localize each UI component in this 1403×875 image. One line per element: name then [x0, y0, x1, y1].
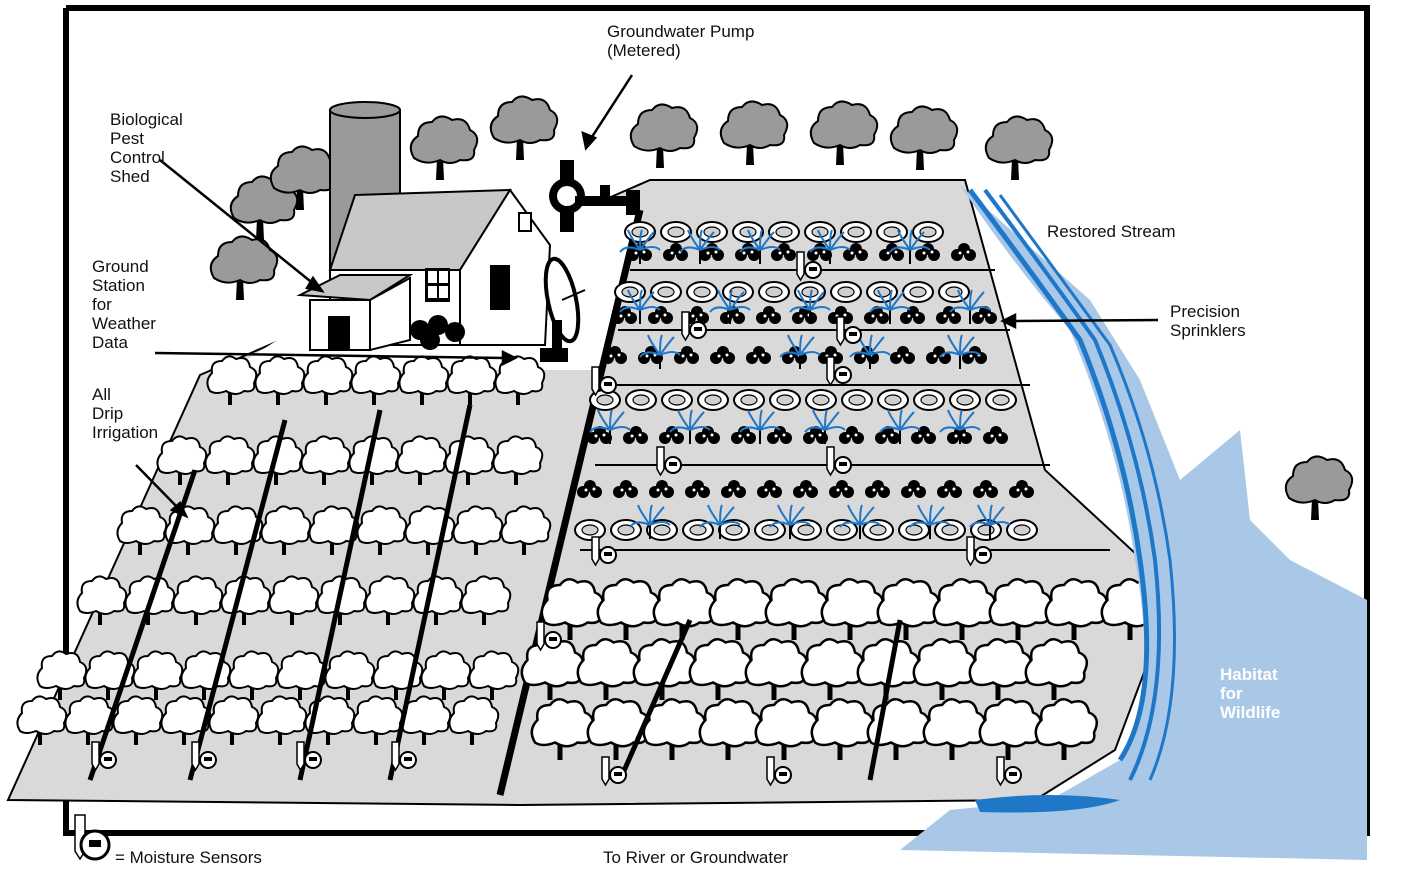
shrubs — [410, 315, 465, 350]
label-arrows — [135, 74, 1159, 519]
lettuce-plant — [877, 389, 909, 411]
lettuce-plant — [686, 281, 718, 303]
lettuce-plant — [913, 389, 945, 411]
lettuce-plant — [733, 389, 765, 411]
weather-station-dish — [540, 256, 586, 362]
lettuce-plant — [574, 519, 606, 541]
lettuce-plant — [625, 389, 657, 411]
lettuce-plant — [660, 221, 692, 243]
groundwater-pump — [549, 160, 640, 232]
label-drip-irrigation: All Drip Irrigation — [92, 385, 159, 442]
lettuce-plant — [830, 281, 862, 303]
label-precision-sprinklers: Precision Sprinklers — [1170, 302, 1246, 340]
lettuce-plant — [661, 389, 693, 411]
orchard-right — [520, 578, 1165, 762]
lettuce-plant — [1006, 519, 1038, 541]
lettuce-plant — [697, 389, 729, 411]
label-ground-station: Ground Station for Weather Data — [92, 257, 156, 352]
lettuce-plant — [840, 221, 872, 243]
lettuce-plant — [985, 389, 1017, 411]
lettuce-plant — [949, 389, 981, 411]
lettuce-plant — [902, 281, 934, 303]
pest-control-shed — [296, 274, 414, 352]
label-bio-pest-shed: Biological Pest Control Shed — [110, 110, 183, 186]
label-groundwater-pump: Groundwater Pump (Metered) — [607, 22, 755, 60]
legend-moisture-sensors: = Moisture Sensors — [115, 848, 262, 867]
label-to-river: To River or Groundwater — [603, 848, 789, 867]
lettuce-plant — [758, 281, 790, 303]
restored-stream — [900, 185, 1367, 860]
main-pipe — [496, 209, 644, 796]
lettuce-plant — [805, 389, 837, 411]
lettuce-plant — [769, 389, 801, 411]
lettuce-plant — [650, 281, 682, 303]
legend-sensor-icon — [74, 814, 111, 861]
lettuce-plant — [841, 389, 873, 411]
label-restored-stream: Restored Stream — [1047, 222, 1176, 241]
label-habitat: Habitat for Wildlife — [1220, 665, 1281, 722]
lettuce-plant — [938, 281, 970, 303]
drip-lines — [87, 404, 903, 782]
